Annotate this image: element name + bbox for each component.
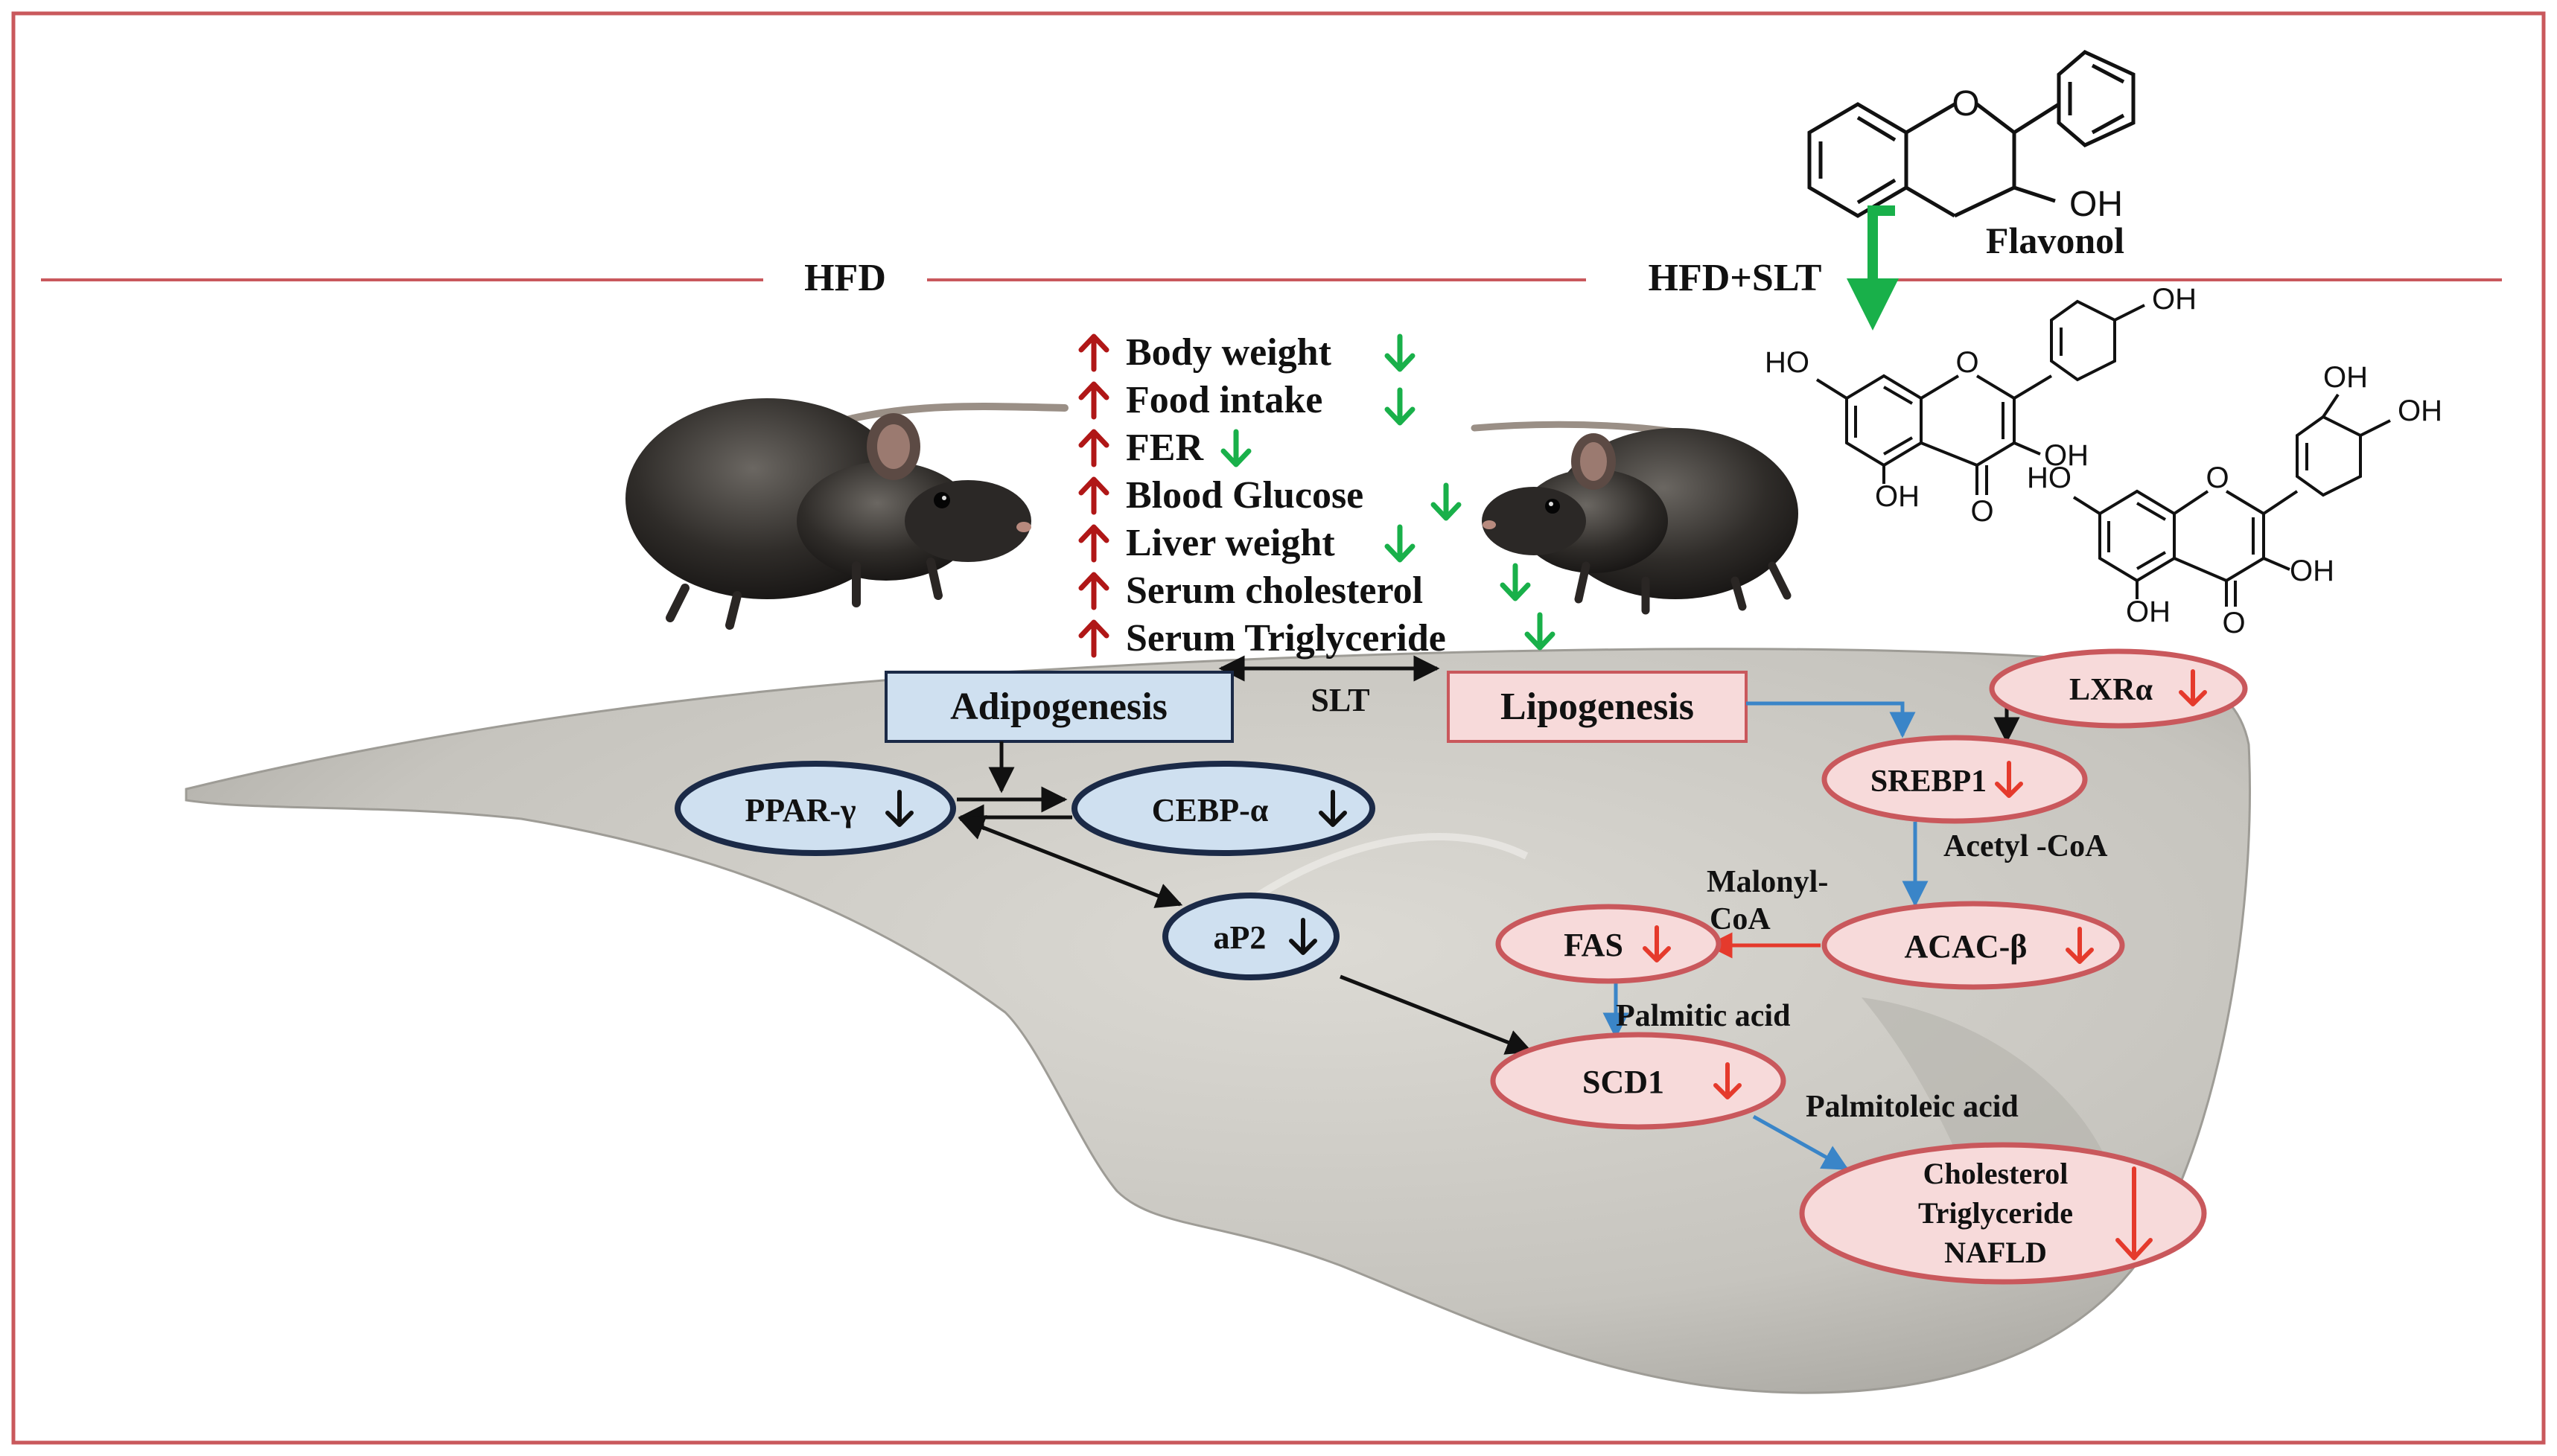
adipogenesis-box [885, 671, 1234, 743]
down-arrow-icon [1319, 790, 1347, 827]
up-arrow-icon [1078, 619, 1109, 658]
flavonol-arrow [1847, 205, 1899, 331]
cebpa-node [1071, 761, 1375, 856]
down-arrow-icon [1289, 918, 1317, 955]
ap2-node [1162, 893, 1340, 980]
down-arrow-icon [2179, 669, 2207, 706]
outcome-triglyceride: Triglyceride [1918, 1196, 2073, 1230]
down-arrow-icon [1713, 1062, 1742, 1099]
down-arrow-icon [1220, 429, 1252, 467]
outcome-node [1799, 1142, 2207, 1285]
outcome-cholesterol: Cholesterol [1923, 1157, 2069, 1190]
down-arrow-icon [2066, 927, 2094, 964]
flavonol-o: O [1952, 84, 1979, 124]
m1-oh-top: OH [2152, 283, 2197, 316]
liver-fold [1226, 833, 1529, 919]
m1-ho: HO [1765, 346, 1809, 379]
down-arrow-icon [1384, 387, 1416, 426]
up-arrow-icon [1078, 524, 1109, 563]
mouse-hfd-illustration [625, 398, 1069, 630]
m2-oh5: OH [2126, 596, 2171, 628]
fas-label: FAS [1564, 927, 1623, 963]
down-arrow-icon [1384, 333, 1416, 372]
down-arrow-icon [1995, 761, 2023, 798]
flavonol-label: Flavonol [1986, 220, 2124, 261]
hfd-slt-label: HFD+SLT [1649, 257, 1822, 299]
arrow-pparg-ap2 [958, 815, 1183, 908]
scd1-node [1490, 1032, 1786, 1130]
outcome-nafld: NAFLD [1944, 1236, 2047, 1269]
effect-label: Serum Triglyceride [1126, 617, 1446, 660]
effect-blood-glucose: Blood Glucose [1078, 474, 1462, 521]
mouse-hfd-slt-illustration [1471, 421, 1798, 615]
slt-label: SLT [1311, 682, 1369, 718]
effects-list: Body weight Food intake FER Blood Glucos… [1078, 331, 1555, 660]
m1-oh5: OH [1875, 480, 1920, 513]
up-arrow-icon [1078, 572, 1109, 610]
m1-keto: O [1970, 495, 1993, 528]
molecule-1 [1815, 299, 2145, 495]
effect-label: Body weight [1126, 331, 1332, 374]
down-arrow-icon [2115, 1166, 2153, 1260]
effect-body-weight: Body weight [1078, 331, 1416, 374]
scd1-label: SCD1 [1582, 1064, 1664, 1100]
m2-o: O [2206, 462, 2229, 494]
lxra-label: LXRα [2069, 673, 2153, 707]
effect-label: Liver weight [1126, 522, 1335, 564]
flavonol-structure [1807, 50, 2136, 218]
arrow-lipo-srebp1 [1746, 701, 1916, 738]
arrow-ap2-scd1 [1340, 974, 1533, 1055]
effect-label: Blood Glucose [1126, 474, 1363, 517]
effect-label: FER [1126, 427, 1204, 469]
effect-liver-weight: Liver weight [1078, 522, 1416, 564]
palmitic-acid-label: Palmitic acid [1616, 999, 1790, 1033]
up-arrow-icon [1078, 333, 1109, 372]
m1-o: O [1955, 346, 1978, 379]
fas-node [1495, 904, 1722, 984]
lipogenesis-label: Lipogenesis [1500, 686, 1694, 728]
ap2-label: aP2 [1214, 919, 1267, 956]
m2-keto: O [2222, 607, 2245, 639]
m1-oh3: OH [2044, 439, 2089, 472]
acetyl-coa-label: Acetyl -CoA [1943, 829, 2108, 863]
effect-label: Food intake [1126, 379, 1322, 421]
hfd-label: HFD [804, 257, 886, 299]
molecule-2 [2072, 393, 2391, 607]
down-arrow-icon [1430, 482, 1462, 521]
flavonol-oh: OH [2069, 185, 2123, 224]
effect-serum-triglyceride: Serum Triglyceride [1078, 612, 1555, 660]
down-arrow-icon [885, 790, 914, 827]
lxra-node [1989, 648, 2248, 729]
m2-oh-b: OH [2398, 395, 2442, 427]
cebpa-label: CEBP-α [1152, 792, 1269, 828]
malonyl-coa-label-2: CoA [1710, 902, 1771, 936]
effect-food-intake: Food intake [1078, 379, 1416, 426]
effect-label: Serum cholesterol [1126, 569, 1423, 612]
pparg-label: PPAR-γ [745, 792, 856, 828]
pparg-node [675, 761, 956, 856]
palmitoleic-acid-label: Palmitoleic acid [1806, 1090, 2019, 1124]
lipogenesis-box [1447, 671, 1748, 743]
m2-oh3: OH [2290, 555, 2334, 587]
srebp1-label: SREBP1 [1870, 764, 1987, 799]
down-arrow-icon [1384, 524, 1416, 563]
down-arrow-icon [1500, 563, 1531, 601]
down-arrow-icon [1524, 612, 1555, 651]
effect-serum-cholesterol: Serum cholesterol [1078, 563, 1531, 612]
down-arrow-icon [1643, 925, 1671, 962]
m2-oh-a: OH [2323, 361, 2368, 394]
malonyl-coa-label-1: Malonyl- [1707, 865, 1828, 899]
acac-label: ACAC-β [1905, 928, 2028, 965]
m2-ho: HO [2027, 462, 2072, 494]
srebp1-node [1821, 735, 2088, 824]
up-arrow-icon [1078, 476, 1109, 515]
effect-fer: FER [1078, 427, 1252, 469]
adipogenesis-label: Adipogenesis [950, 686, 1168, 728]
acac-node [1821, 901, 2125, 990]
arrow-scd1-outcome [1752, 1114, 1850, 1171]
up-arrow-icon [1078, 381, 1109, 420]
up-arrow-icon [1078, 429, 1109, 467]
outer-frame [11, 11, 2546, 1445]
